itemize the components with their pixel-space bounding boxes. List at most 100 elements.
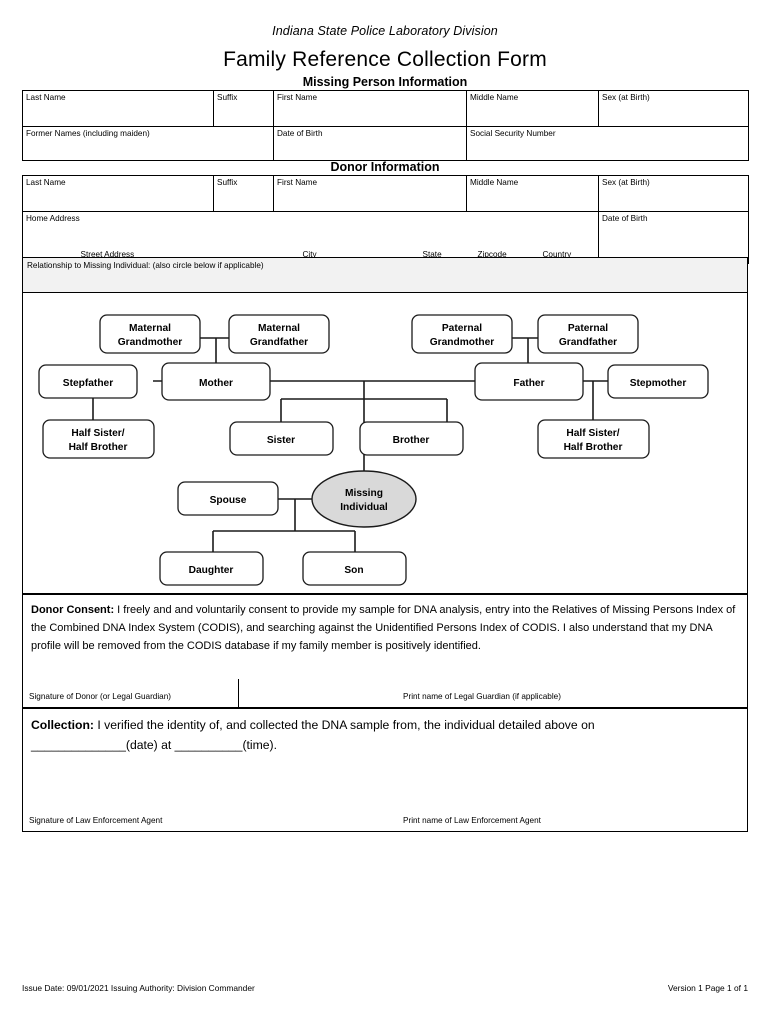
node-maternal-grandmother[interactable]: Maternal Grandmother [99,314,201,354]
donor-suffix-cell[interactable]: Suffix [213,175,274,212]
table-row[interactable]: Former Names (including maiden) Date of … [22,126,749,161]
node-missing-individual[interactable]: Missing Individual [311,470,417,528]
node-maternal-grandfather[interactable]: Maternal Grandfather [228,314,330,354]
node-mother[interactable]: Mother [161,362,271,401]
node-son[interactable]: Son [302,551,407,586]
consent-signature-divider [238,679,239,707]
agency-subtitle: Indiana State Police Laboratory Division [272,24,498,38]
missing-individual-line1: Missing [345,488,383,499]
donor-dob-cell[interactable]: Date of Birth [598,211,749,264]
node-daughter[interactable]: Daughter [159,551,264,586]
node-brother[interactable]: Brother [359,421,464,456]
table-row[interactable]: Last Name Suffix First Name Middle Name … [22,175,749,212]
stepmother-label: Stepmother [630,378,687,389]
node-father[interactable]: Father [474,362,584,401]
donor-first-name-label: First Name [277,178,318,187]
address-zipcode-label: Zipcode [477,249,507,259]
collection-paragraph: Collection: I verified the identity of, … [31,716,737,756]
mp-dob-label: Date of Birth [277,129,323,138]
donor-signature-label: Signature of Donor (or Legal Guardian) [29,692,171,701]
sister-label: Sister [267,435,295,446]
donor-home-address-cell[interactable]: Home Address Street Address City State Z… [22,211,599,264]
agent-print-label: Print name of Law Enforcement Agent [403,816,541,825]
mp-middle-name-cell[interactable]: Middle Name [466,90,599,127]
donor-last-name-cell[interactable]: Last Name [22,175,214,212]
donor-table: Last Name Suffix First Name Middle Name … [22,175,749,264]
donor-first-name-cell[interactable]: First Name [273,175,467,212]
brother-label: Brother [393,435,430,446]
relationship-label: Relationship to Missing Individual: (als… [27,261,264,270]
donor-home-address-label: Home Address [26,214,80,223]
node-stepfather[interactable]: Stepfather [38,364,138,399]
missing-person-heading: Missing Person Information [302,75,468,89]
mp-sex-label: Sex (at Birth) [602,93,650,102]
donor-middle-name-cell[interactable]: Middle Name [466,175,599,212]
relationship-field[interactable]: Relationship to Missing Individual: (als… [22,257,748,293]
donor-sex-label: Sex (at Birth) [602,178,650,187]
collection-date-time-line[interactable]: ______________(date) at __________(time)… [31,737,277,752]
missing-individual-line2: Individual [340,502,388,513]
address-street-label: Street Address [80,249,135,259]
mp-ssn-label: Social Security Number [470,129,556,138]
father-label: Father [513,378,544,389]
mp-last-name-cell[interactable]: Last Name [22,90,214,127]
donor-dob-label: Date of Birth [602,214,648,223]
mp-dob-cell[interactable]: Date of Birth [273,126,467,161]
mp-first-name-label: First Name [277,93,318,102]
half-sibling-left-line1: Half Sister/ [71,428,124,439]
collection-body: I verified the identity of, and collecte… [93,718,595,732]
collection-lead: Collection: [31,718,94,732]
paternal-grandmother-line1: Paternal [442,323,482,334]
consent-body: I freely and and voluntarily consent to … [31,604,736,652]
maternal-grandmother-line1: Maternal [129,323,171,334]
page-title: Family Reference Collection Form [223,48,547,71]
half-sibling-right-line1: Half Sister/ [566,428,619,439]
maternal-grandfather-line1: Maternal [258,323,300,334]
mp-former-names-cell[interactable]: Former Names (including maiden) [22,126,274,161]
guardian-print-label: Print name of Legal Guardian (if applica… [403,692,561,701]
address-country-label: Country [542,249,572,259]
half-sibling-right-line2: Half Brother [564,442,623,453]
node-paternal-grandfather[interactable]: Paternal Grandfather [537,314,639,354]
table-row[interactable]: Home Address Street Address City State Z… [22,211,749,264]
node-half-sibling-maternal[interactable]: Half Sister/ Half Brother [42,419,155,459]
mp-former-names-label: Former Names (including maiden) [26,129,150,138]
mother-label: Mother [199,378,233,389]
paternal-grandmother-line2: Grandmother [430,337,495,348]
mp-suffix-label: Suffix [217,93,238,102]
paternal-grandfather-line2: Grandfather [559,337,617,348]
half-sibling-left-line2: Half Brother [69,442,128,453]
donor-sex-cell[interactable]: Sex (at Birth) [598,175,749,212]
mp-ssn-cell[interactable]: Social Security Number [466,126,749,161]
maternal-grandmother-line2: Grandmother [118,337,183,348]
donor-suffix-label: Suffix [217,178,238,187]
son-label: Son [344,565,363,576]
donor-last-name-label: Last Name [26,178,66,187]
node-stepmother[interactable]: Stepmother [607,364,709,399]
footer-version-info: Version 1 Page 1 of 1 [667,983,748,993]
table-row[interactable]: Last Name Suffix First Name Middle Name … [22,90,749,127]
donor-consent-block: Donor Consent: I freely and and voluntar… [22,594,748,708]
node-half-sibling-paternal[interactable]: Half Sister/ Half Brother [537,419,650,459]
address-city-label: City [302,249,317,259]
stepfather-label: Stepfather [63,378,113,389]
paternal-grandfather-line1: Paternal [568,323,608,334]
missing-person-table: Last Name Suffix First Name Middle Name … [22,90,749,161]
address-sublabels: Street Address City State Zipcode Countr… [23,250,749,262]
mp-suffix-cell[interactable]: Suffix [213,90,274,127]
mp-sex-cell[interactable]: Sex (at Birth) [598,90,749,127]
maternal-grandfather-line2: Grandfather [250,337,308,348]
node-sister[interactable]: Sister [229,421,334,456]
mp-first-name-cell[interactable]: First Name [273,90,467,127]
agent-signature-label: Signature of Law Enforcement Agent [29,816,163,825]
node-paternal-grandmother[interactable]: Paternal Grandmother [411,314,513,354]
collection-block: Collection: I verified the identity of, … [22,708,748,832]
footer-issue-info: Issue Date: 09/01/2021 Issuing Authority… [22,983,255,993]
family-tree-diagram: Maternal Grandmother Maternal Grandfathe… [22,292,748,594]
daughter-label: Daughter [189,565,234,576]
consent-paragraph: Donor Consent: I freely and and voluntar… [31,602,739,655]
consent-lead: Donor Consent: [31,604,115,616]
spouse-label: Spouse [210,495,247,506]
node-spouse[interactable]: Spouse [177,481,279,516]
